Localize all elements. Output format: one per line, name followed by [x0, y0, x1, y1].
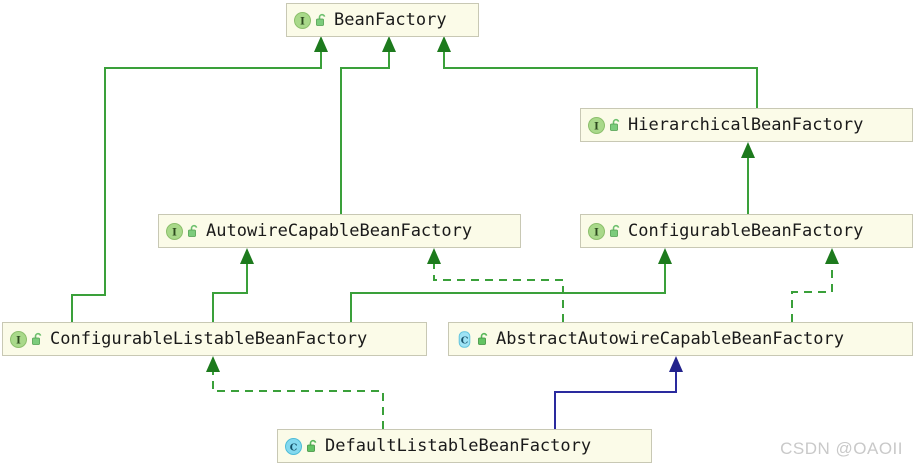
- edge-clbf-implements-acbf: [212, 248, 254, 322]
- edge-cbf-implements-hbf: [741, 142, 755, 214]
- node-label: AbstractAutowireCapableBeanFactory: [496, 328, 844, 349]
- node-default-listable-bean-factory[interactable]: C DefaultListableBeanFactory: [277, 429, 652, 463]
- edge-hbf-implements-bf: [437, 36, 758, 108]
- svg-text:I: I: [300, 16, 305, 27]
- svg-text:I: I: [172, 227, 177, 238]
- node-autowire-capable-bean-factory[interactable]: I AutowireCapableBeanFactory: [158, 214, 521, 248]
- edge-aacbf-realizes-cbf: [791, 248, 839, 322]
- lock-open-icon: [477, 332, 490, 346]
- node-configurable-bean-factory[interactable]: I ConfigurableBeanFactory: [580, 214, 913, 248]
- node-label: ConfigurableBeanFactory: [628, 220, 864, 241]
- node-label: ConfigurableListableBeanFactory: [50, 328, 368, 349]
- node-bean-factory[interactable]: I BeanFactory: [286, 3, 479, 37]
- watermark: CSDN @OAOII: [780, 439, 903, 458]
- interface-icon: I: [166, 222, 183, 240]
- lock-open-icon: [31, 332, 44, 346]
- class-icon: C: [285, 437, 302, 455]
- lock-open-icon: [306, 439, 319, 453]
- svg-text:I: I: [594, 227, 599, 238]
- svg-text:I: I: [594, 121, 599, 132]
- lock-open-icon: [315, 13, 328, 27]
- node-configurable-listable-bean-factory[interactable]: I ConfigurableListableBeanFactory: [2, 322, 427, 356]
- lock-open-icon: [609, 224, 622, 238]
- abstract-class-icon: C: [456, 330, 473, 348]
- node-label: DefaultListableBeanFactory: [325, 435, 592, 456]
- interface-icon: I: [588, 116, 605, 134]
- node-abstract-autowire-capable-bean-factory[interactable]: C AbstractAutowireCapableBeanFactory: [448, 322, 913, 356]
- lock-open-icon: [187, 224, 200, 238]
- edge-clbf-implements-cbf: [350, 248, 672, 322]
- interface-icon: I: [588, 222, 605, 240]
- node-label: HierarchicalBeanFactory: [628, 114, 864, 135]
- node-label: BeanFactory: [334, 9, 447, 30]
- edge-dlbf-realizes-clbf: [206, 356, 384, 429]
- edge-acbf-implements-bf: [340, 36, 396, 214]
- svg-text:C: C: [461, 335, 469, 346]
- interface-icon: I: [10, 330, 27, 348]
- lock-open-icon: [609, 118, 622, 132]
- node-label: AutowireCapableBeanFactory: [206, 220, 473, 241]
- svg-text:C: C: [290, 442, 298, 453]
- edge-dlbf-extends-aacbf: [554, 356, 683, 429]
- edge-aacbf-realizes-acbf: [427, 248, 564, 322]
- svg-text:I: I: [16, 335, 21, 346]
- interface-icon: I: [294, 11, 311, 29]
- node-hierarchical-bean-factory[interactable]: I HierarchicalBeanFactory: [580, 108, 913, 142]
- edge-clbf-implements-bf: [71, 36, 328, 322]
